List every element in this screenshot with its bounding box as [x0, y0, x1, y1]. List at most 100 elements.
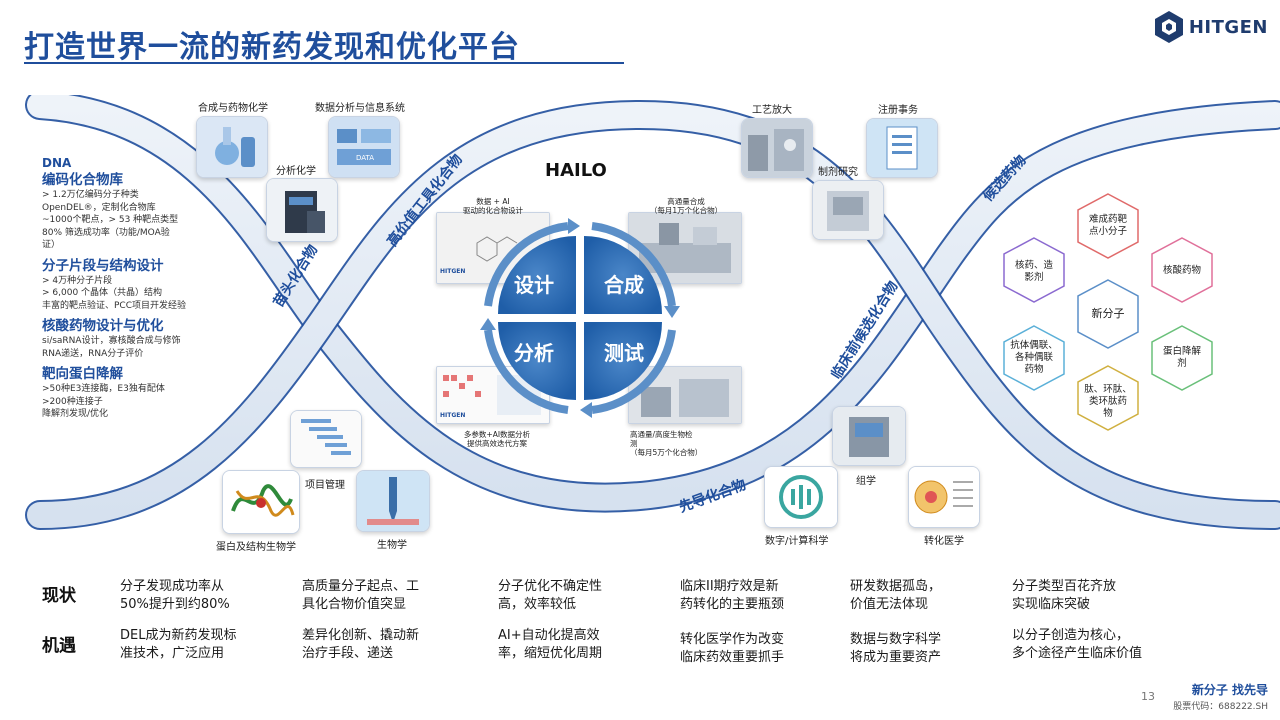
cell-line: 率，缩短优化周期	[498, 646, 603, 661]
hex-upper-left-line: 影剂	[1024, 272, 1044, 283]
sec4-line: 降解剂发现/优化	[42, 409, 109, 419]
thumb-data-analysis: DATA	[328, 116, 400, 178]
hex-top-label: 难成药靶 点小分子	[1078, 214, 1138, 238]
caption-design: 数据 + AI 驱动的化合物设计	[448, 197, 538, 215]
thumb-digital-science	[764, 466, 838, 528]
flask-icon	[197, 117, 267, 177]
hex-lower-left	[1003, 325, 1065, 391]
caption-design-line: 数据 + AI	[476, 197, 510, 206]
cell-line: 高质量分子起点、工	[302, 579, 420, 594]
opportunity-cell: 数据与数字科学将成为重要资产	[850, 631, 941, 667]
label-project-mgmt: 项目管理	[305, 480, 345, 491]
dna-circuit-icon	[765, 467, 837, 527]
caption-test-line: 测	[630, 439, 638, 448]
caption-analysis-line: 提供高效迭代方案	[467, 439, 527, 448]
hex-lower-left-line: 各种偶联	[1014, 352, 1053, 363]
hex-upper-right-label: 核酸药物	[1162, 265, 1201, 276]
sec1-line: 证）	[42, 240, 61, 250]
cell-line: 50%提升到约80%	[120, 597, 230, 612]
hex-upper-right	[1151, 237, 1213, 303]
caption-test: 高通量/高度生物检 测 （每月5万个化合物）	[630, 430, 726, 457]
cell-line: 研发数据孤岛，	[850, 579, 942, 594]
quadrant-test	[584, 322, 662, 400]
thumb-regulatory	[866, 118, 938, 178]
title-underline	[24, 62, 624, 64]
stock-code: 股票代码：688222.SH	[1173, 702, 1268, 712]
hex-top	[1077, 193, 1139, 259]
pipette-icon	[357, 471, 429, 531]
status-cell: 高质量分子起点、工具化合物价值突显	[302, 578, 419, 614]
cell-line: 实现临床突破	[1012, 597, 1091, 612]
opportunity-cell: 差异化创新、撬动新治疗手段、递送	[302, 627, 419, 663]
thumb-hailo-design	[436, 212, 550, 284]
gantt-chart-icon	[291, 411, 361, 467]
hex-lower-left-line: 抗体偶联、	[1010, 340, 1058, 351]
cell-line: 将成为重要资产	[850, 650, 942, 665]
sequencer-icon	[833, 407, 905, 465]
checklist-icon	[867, 119, 937, 177]
lab-robot-icon	[629, 213, 741, 283]
caption-synthesis-line: 高通量合成	[667, 197, 705, 206]
cell-line: 转化医学作为改变	[680, 632, 785, 647]
label-protein-bio: 蛋白及结构生物学	[216, 542, 296, 553]
cell-line: 分子优化不确定性	[498, 579, 603, 594]
status-cell: 研发数据孤岛，价值无法体现	[850, 578, 941, 614]
sec1-line: ~1000个靶点，> 53 种靶点类型	[42, 215, 179, 225]
cell-line: 以分子创造为核心，	[1012, 628, 1130, 643]
logo-text: HITGEN	[1188, 16, 1268, 38]
cycle-arrowhead	[664, 306, 680, 318]
cell-line: 具化合物价值突显	[302, 597, 407, 612]
cycle-arrow	[591, 329, 676, 414]
cell-line: 数据与数字科学	[850, 632, 942, 647]
hailo-tag-1: HITGEN	[440, 268, 466, 275]
page-title: 打造世界一流的新药发现和优化平台	[24, 30, 520, 65]
cleanroom-icon	[742, 119, 812, 177]
opportunity-cell: 转化医学作为改变临床药效重要抓手	[680, 631, 784, 667]
cycle-arrow	[484, 222, 569, 307]
label-synthesis-chem: 合成与药物化学	[198, 103, 268, 114]
thumb-translational	[908, 466, 980, 528]
hex-lower-left-line: 药物	[1024, 364, 1044, 375]
opportunity-cell: DEL成为新药发现标准技术，广泛应用	[120, 627, 236, 663]
quadrant-design	[498, 236, 576, 314]
screening-lab-icon	[629, 367, 741, 423]
protein-structure-icon	[223, 471, 299, 533]
sec3-line: RNA递送，RNA分子评价	[42, 348, 144, 359]
caption-analysis: 多参数+AI数据分析 提供高效迭代方案	[452, 430, 542, 448]
sec1-line: 80% 筛选成功率（功能/MOA验	[42, 227, 170, 238]
caption-synthesis-line: （每月1万个化合物）	[649, 206, 723, 215]
hailo-cycle: 设计 合成 分析 测试	[480, 218, 680, 418]
hex-upper-left-line: 核药、造	[1014, 260, 1053, 271]
equipment-icon	[813, 181, 883, 239]
hex-lower-left-label: 抗体偶联、 各种偶联 药物	[1004, 340, 1064, 376]
hex-upper-left	[1003, 237, 1065, 303]
hex-upper-left-label: 核药、造 影剂	[1004, 260, 1064, 284]
label-translational: 转化医学	[924, 536, 964, 547]
data-dashboard-icon: DATA	[329, 117, 399, 177]
label-process-scale: 工艺放大	[752, 105, 792, 116]
data-tile-text: DATA	[356, 154, 374, 162]
hex-bottom-label: 肽、环肽、 类环肽药 物	[1078, 384, 1138, 420]
hex-bottom-line: 物	[1103, 408, 1113, 419]
label-regulatory: 注册事务	[878, 105, 918, 116]
status-cell: 分子优化不确定性高，效率较低	[498, 578, 602, 614]
label-omics: 组学	[856, 476, 876, 487]
hex-top-line: 难成药靶	[1088, 214, 1127, 225]
instrument-icon	[267, 179, 337, 241]
quadrant-synthesis-label: 合成	[604, 273, 644, 297]
sec1-title: 编码化合物库	[42, 172, 123, 188]
sec3-line: si/saRNA设计，寡核酸合成与修饰	[42, 336, 181, 346]
hex-center-label: 新分子	[1091, 307, 1125, 320]
hex-bottom-line: 类环肽药	[1088, 396, 1127, 407]
row-head-status: 现状	[42, 586, 76, 606]
label-formulation: 制剂研究	[818, 167, 858, 178]
footer-slogan: 新分子 找先导	[1191, 683, 1268, 697]
caption-test-line: 高通量/高度生物检	[630, 430, 693, 439]
sec4-line: >50种E3连接酶，E3独有配体	[42, 384, 165, 394]
hex-lower-right-line: 蛋白降解	[1162, 346, 1201, 357]
sec4-line: >200种连接子	[42, 396, 103, 407]
cell-line: 治疗手段、递送	[302, 646, 394, 661]
sec2-line: > 6,000 个晶体（共晶）结构	[42, 288, 163, 298]
label-analytical-chem: 分析化学	[276, 166, 316, 177]
